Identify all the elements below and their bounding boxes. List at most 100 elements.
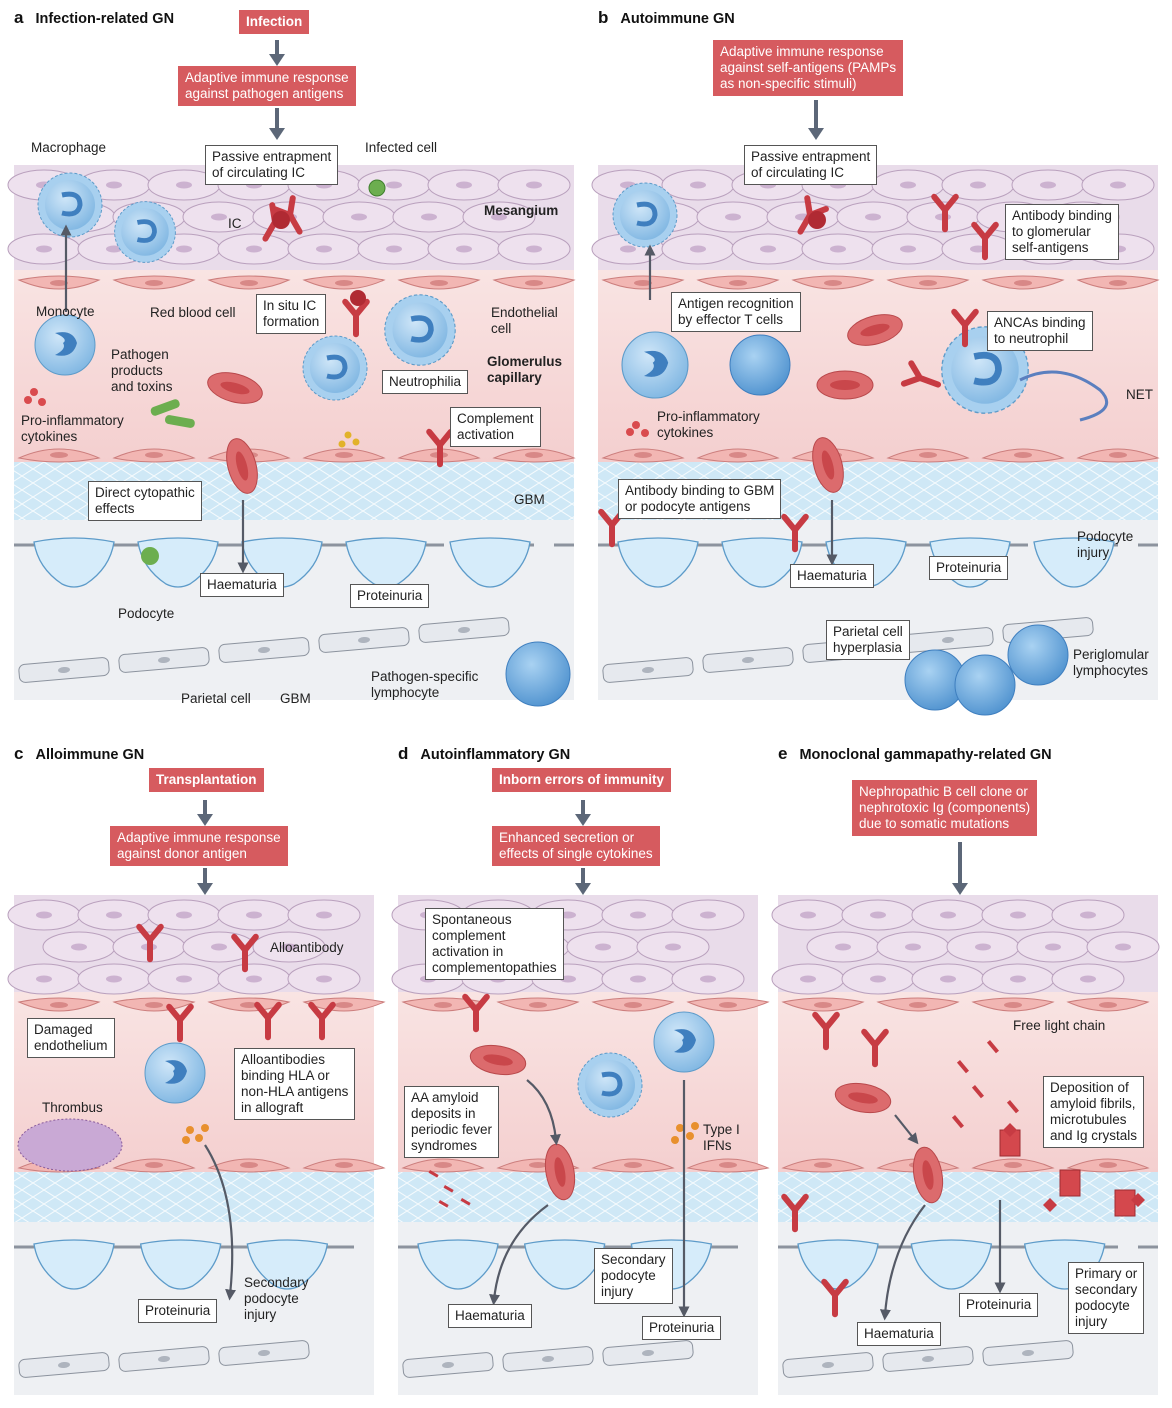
haematuria-arrow bbox=[879, 1204, 926, 1321]
mesangial-cell bbox=[671, 963, 745, 995]
macrophage-cell bbox=[613, 183, 677, 247]
mesangial-cell bbox=[1016, 931, 1090, 963]
ancas-binding-box: ANCAs binding to neutrophil bbox=[987, 311, 1093, 351]
light-chain bbox=[1006, 1100, 1019, 1114]
monocyte-cell bbox=[144, 1042, 206, 1104]
gbm-hatch bbox=[398, 1172, 758, 1222]
haematuria-box: Haematuria bbox=[790, 564, 874, 588]
mesangial-cell bbox=[1086, 931, 1160, 963]
mesangial-cell bbox=[876, 931, 950, 963]
red-blood-cell-label: Red blood cell bbox=[150, 305, 236, 320]
mesangial-cell bbox=[566, 931, 640, 963]
glomerulus-capillary-label: Glomerulus capillary bbox=[487, 354, 563, 385]
panel-title-text: Monoclonal gammapathy-related GN bbox=[799, 747, 1052, 763]
proteinuria-box: Proteinuria bbox=[642, 1316, 722, 1340]
cytokine-dot bbox=[338, 440, 346, 448]
parietal-cell-label: Parietal cell bbox=[181, 691, 251, 706]
red-blood-cell bbox=[816, 370, 874, 400]
cytokine-dot bbox=[30, 388, 38, 396]
infected-podocyte-pathogen bbox=[141, 547, 159, 565]
parietal-hyperplasia-box: Parietal cell hyperplasia bbox=[826, 620, 910, 660]
haematuria-arrow bbox=[489, 1204, 549, 1306]
panel-e-illustration bbox=[771, 895, 1160, 1395]
secondary-injury-label: Secondary podocyte injury bbox=[244, 1275, 309, 1322]
mesangial-cell bbox=[911, 963, 985, 995]
rbc-arrow bbox=[526, 1079, 561, 1146]
periglomular-lymphocyte bbox=[1007, 624, 1069, 686]
panel-letter: d bbox=[398, 744, 409, 763]
gbm-hatch bbox=[778, 1172, 1158, 1222]
cytokine-dot bbox=[626, 428, 634, 436]
arrow-a1-head bbox=[269, 54, 285, 66]
bacteria bbox=[164, 415, 195, 428]
mesangial-cell bbox=[841, 899, 915, 931]
adaptive-response-box: Adaptive immune response against pathoge… bbox=[178, 66, 356, 106]
panel-letter: e bbox=[778, 744, 788, 763]
macrophage-cell bbox=[578, 1053, 642, 1117]
mesangial-cell bbox=[941, 233, 1015, 265]
direct-cytopathic-box: Direct cytopathic effects bbox=[88, 481, 202, 521]
gbm-bottom-label: GBM bbox=[280, 691, 311, 706]
panel-letter: c bbox=[14, 744, 24, 763]
antigen-recognition-box: Antigen recognition by effector T cells bbox=[671, 292, 801, 332]
alloantibody-label: Alloantibody bbox=[270, 940, 344, 955]
mesangial-cell bbox=[801, 233, 875, 265]
cytokine-dot bbox=[38, 398, 46, 406]
bacteria bbox=[150, 399, 180, 416]
mesangial-cell bbox=[217, 233, 291, 265]
net-label: NET bbox=[1126, 387, 1153, 402]
mesangial-cell bbox=[1051, 899, 1125, 931]
antigen bbox=[272, 211, 290, 229]
lymphocyte-label: Pathogen-specific lymphocyte bbox=[371, 669, 479, 700]
proteinuria-box: Proteinuria bbox=[138, 1299, 218, 1323]
ifn-dot bbox=[671, 1136, 679, 1144]
inborn-errors-label: Inborn errors of immunity bbox=[492, 768, 672, 792]
aa-amyloid-box: AA amyloid deposits in periodic fever sy… bbox=[404, 1086, 500, 1158]
light-chain bbox=[951, 1115, 964, 1129]
light-chain bbox=[971, 1085, 984, 1099]
mesangial-cell bbox=[771, 963, 845, 995]
amyloid-fibril bbox=[443, 1185, 454, 1193]
light-chain bbox=[956, 1060, 969, 1074]
proteinuria-arrow bbox=[204, 1144, 237, 1301]
panel-title-text: Alloimmune GN bbox=[35, 747, 145, 763]
type1-ifns-label: Type I IFNs bbox=[703, 1122, 740, 1153]
passive-entrapment-box: Passive entrapment of circulating IC bbox=[744, 145, 878, 185]
mesangial-cell bbox=[357, 233, 431, 265]
podocyte-label: Podocyte bbox=[118, 606, 175, 621]
haematuria-box: Haematuria bbox=[857, 1322, 941, 1346]
mesangial-cell bbox=[1051, 963, 1125, 995]
mesangial-cell bbox=[217, 963, 291, 995]
panel-e-title: e Monoclonal gammapathy-related GN bbox=[778, 744, 1052, 764]
adaptive-response-box: Adaptive immune response against donor a… bbox=[110, 826, 288, 866]
mesangial-cell bbox=[946, 931, 1020, 963]
mesangial-cell bbox=[427, 169, 501, 201]
amyloid-fibril bbox=[428, 1170, 439, 1178]
panel-letter: a bbox=[14, 8, 24, 27]
amyloid-particle bbox=[1003, 1123, 1017, 1137]
monocyte-label: Monocyte bbox=[36, 304, 95, 319]
arrow-a2-head bbox=[269, 128, 285, 140]
mesangial-cell bbox=[601, 963, 675, 995]
mesangial-cell bbox=[42, 931, 116, 963]
ig-crystal bbox=[1114, 1189, 1136, 1217]
mesangial-cell bbox=[841, 963, 915, 995]
deposition-box: Deposition of amyloid fibrils, microtubu… bbox=[1043, 1076, 1145, 1148]
panel-title-text: Autoinflammatory GN bbox=[420, 747, 571, 763]
rbc-arrow bbox=[894, 1114, 919, 1145]
mesangial-cell bbox=[322, 201, 396, 233]
cytokine-dot bbox=[201, 1124, 209, 1132]
secondary-injury-box: Secondary podocyte injury bbox=[594, 1248, 673, 1304]
mesangial-cell bbox=[7, 899, 81, 931]
mesangial-cell bbox=[731, 233, 805, 265]
mesangial-cell bbox=[981, 963, 1055, 995]
mesangial-cell bbox=[941, 169, 1015, 201]
mesangial-cell bbox=[636, 931, 710, 963]
mesangial-cell bbox=[287, 899, 361, 931]
proteinuria-box: Proteinuria bbox=[959, 1293, 1039, 1317]
mesangial-cell bbox=[601, 899, 675, 931]
periglomular-label: Periglomular lymphocytes bbox=[1073, 647, 1149, 678]
